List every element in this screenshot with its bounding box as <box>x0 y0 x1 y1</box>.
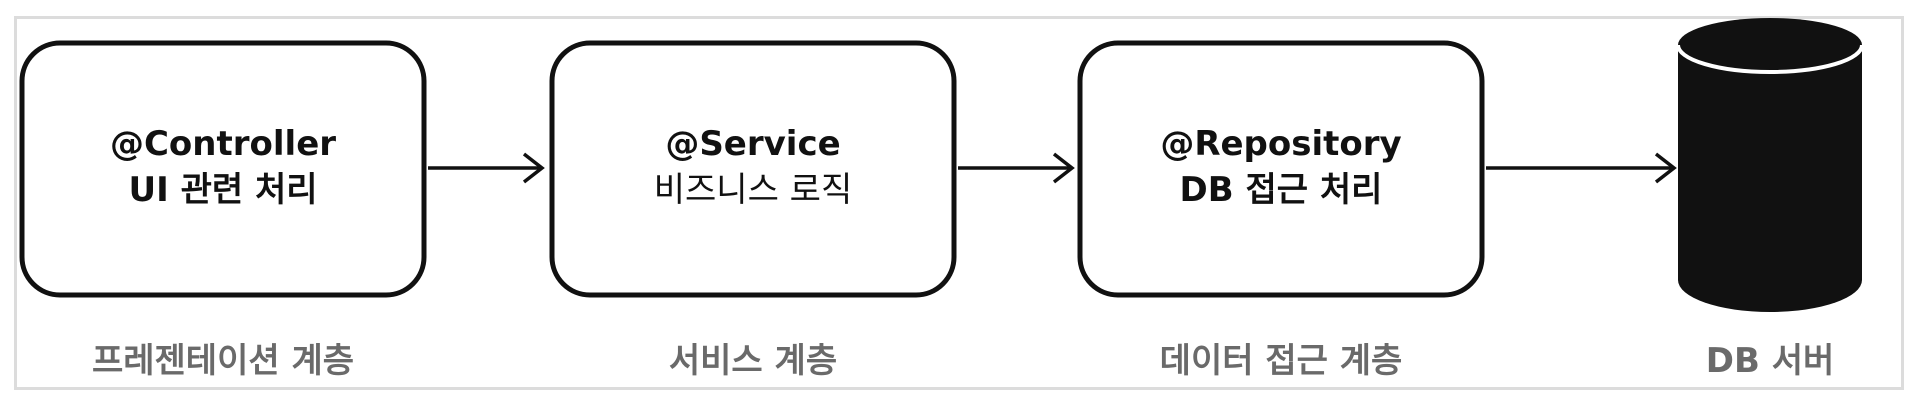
controller-box <box>19 40 427 298</box>
database-label: DB 서버 <box>1705 341 1835 381</box>
service-layer-label: 서비스 계층 <box>668 341 838 381</box>
service-box <box>549 40 957 298</box>
repository-box <box>1077 40 1485 298</box>
arrow-repository-to-database <box>1486 152 1677 184</box>
repository-title: @Repository <box>1160 124 1402 164</box>
diagram-frame <box>14 16 1904 390</box>
controller-box-text: @Controller UI 관련 처리 <box>33 121 413 213</box>
arrow-controller-to-service <box>428 152 545 184</box>
service-subtitle: 비즈니스 로직 <box>653 170 853 210</box>
database-cylinder-icon <box>1676 18 1864 312</box>
presentation-layer-label: 프레젠테이션 계층 <box>91 341 355 381</box>
service-title: @Service <box>665 124 841 164</box>
data-access-layer-label: 데이터 접근 계층 <box>1159 341 1403 381</box>
controller-subtitle: UI 관련 처리 <box>128 170 318 210</box>
repository-subtitle: DB 접근 처리 <box>1179 170 1383 210</box>
service-box-text: @Service 비즈니스 로직 <box>563 121 943 213</box>
repository-box-text: @Repository DB 접근 처리 <box>1091 121 1471 213</box>
controller-title: @Controller <box>109 124 337 164</box>
arrow-service-to-repository <box>958 152 1075 184</box>
